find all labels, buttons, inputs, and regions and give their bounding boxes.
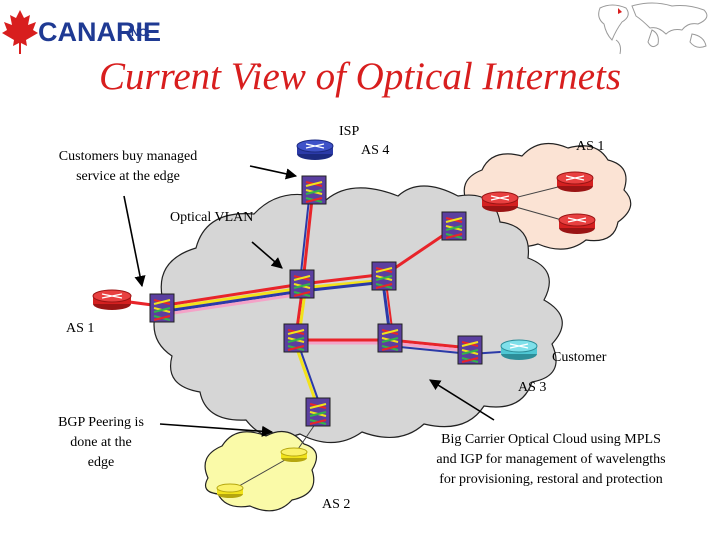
- annotation-arrows: [123, 165, 495, 437]
- router-as1-left-icon: [92, 289, 132, 310]
- switch-junction-left-icon: [289, 269, 315, 299]
- arrow-bgp: [159, 423, 274, 437]
- label-as1-left: AS 1: [66, 321, 95, 336]
- cloud-as2: [204, 430, 318, 512]
- arrow-carrier: [429, 379, 495, 421]
- canarie-logo: CANARIE INC.: [0, 0, 170, 60]
- label-optical-vlan: Optical VLAN: [170, 210, 254, 225]
- label-bgp-line2: done at the: [70, 435, 132, 450]
- switch-left-icon: [149, 293, 175, 323]
- label-as2: AS 2: [322, 497, 351, 512]
- arrow-customers-to-isp: [249, 165, 298, 180]
- label-bgp-line3: edge: [87, 455, 115, 470]
- label-carrier-line1: Big Carrier Optical Cloud using MPLS: [441, 432, 661, 447]
- routers: [92, 139, 596, 498]
- label-bgp-line1: BGP Peering is: [58, 415, 144, 430]
- switch-mid-left-icon: [283, 323, 309, 353]
- link-isp-down: [301, 188, 315, 284]
- link-as2-internal: [231, 455, 293, 491]
- logo-suffix: INC.: [128, 27, 150, 39]
- label-carrier: Big Carrier Optical Cloud using MPLS and…: [406, 430, 696, 490]
- router-isp-icon: [296, 139, 334, 160]
- label-as3: AS 3: [518, 380, 547, 395]
- router-as2-a-icon: [280, 447, 308, 462]
- label-customers: Customers buy managed service at the edg…: [38, 147, 218, 187]
- switch-as1-top-icon: [441, 211, 467, 241]
- label-customers-line1: Customers buy managed: [58, 149, 198, 164]
- router-as1-a-icon: [556, 171, 594, 192]
- label-carrier-line3: for provisioning, restoral and protectio…: [439, 472, 663, 487]
- page-title: Current View of Optical Internets: [98, 55, 622, 98]
- router-as1-b-icon: [481, 191, 519, 212]
- switch-group: [149, 175, 483, 427]
- router-as1-c-icon: [558, 213, 596, 234]
- maple-leaf-icon: [2, 10, 38, 54]
- label-customer: Customer: [552, 350, 607, 365]
- switch-right-icon: [457, 335, 483, 365]
- label-as1-top: AS 1: [576, 139, 605, 154]
- label-bgp: BGP Peering is done at the edge: [36, 413, 166, 473]
- logo-wordmark: CANARIE: [38, 17, 162, 47]
- switch-bottom-icon: [305, 397, 331, 427]
- label-as4: AS 4: [361, 143, 390, 158]
- lightpath-pink: [158, 292, 304, 317]
- router-customer-icon: [500, 339, 538, 360]
- label-isp: ISP: [339, 124, 360, 139]
- label-customers-line2: service at the edge: [76, 169, 180, 184]
- link-isp-down-blue: [299, 189, 311, 283]
- router-as2-b-icon: [216, 483, 244, 498]
- switch-isp-icon: [301, 175, 327, 205]
- arrow-customers-to-as1: [123, 195, 146, 288]
- label-carrier-line2: and IGP for management of wavelengths: [436, 452, 666, 467]
- arrow-optical-vlan: [251, 241, 283, 269]
- switch-mid-right-icon: [377, 323, 403, 353]
- switch-junction-right-icon: [371, 261, 397, 291]
- world-map-icon: [598, 2, 708, 55]
